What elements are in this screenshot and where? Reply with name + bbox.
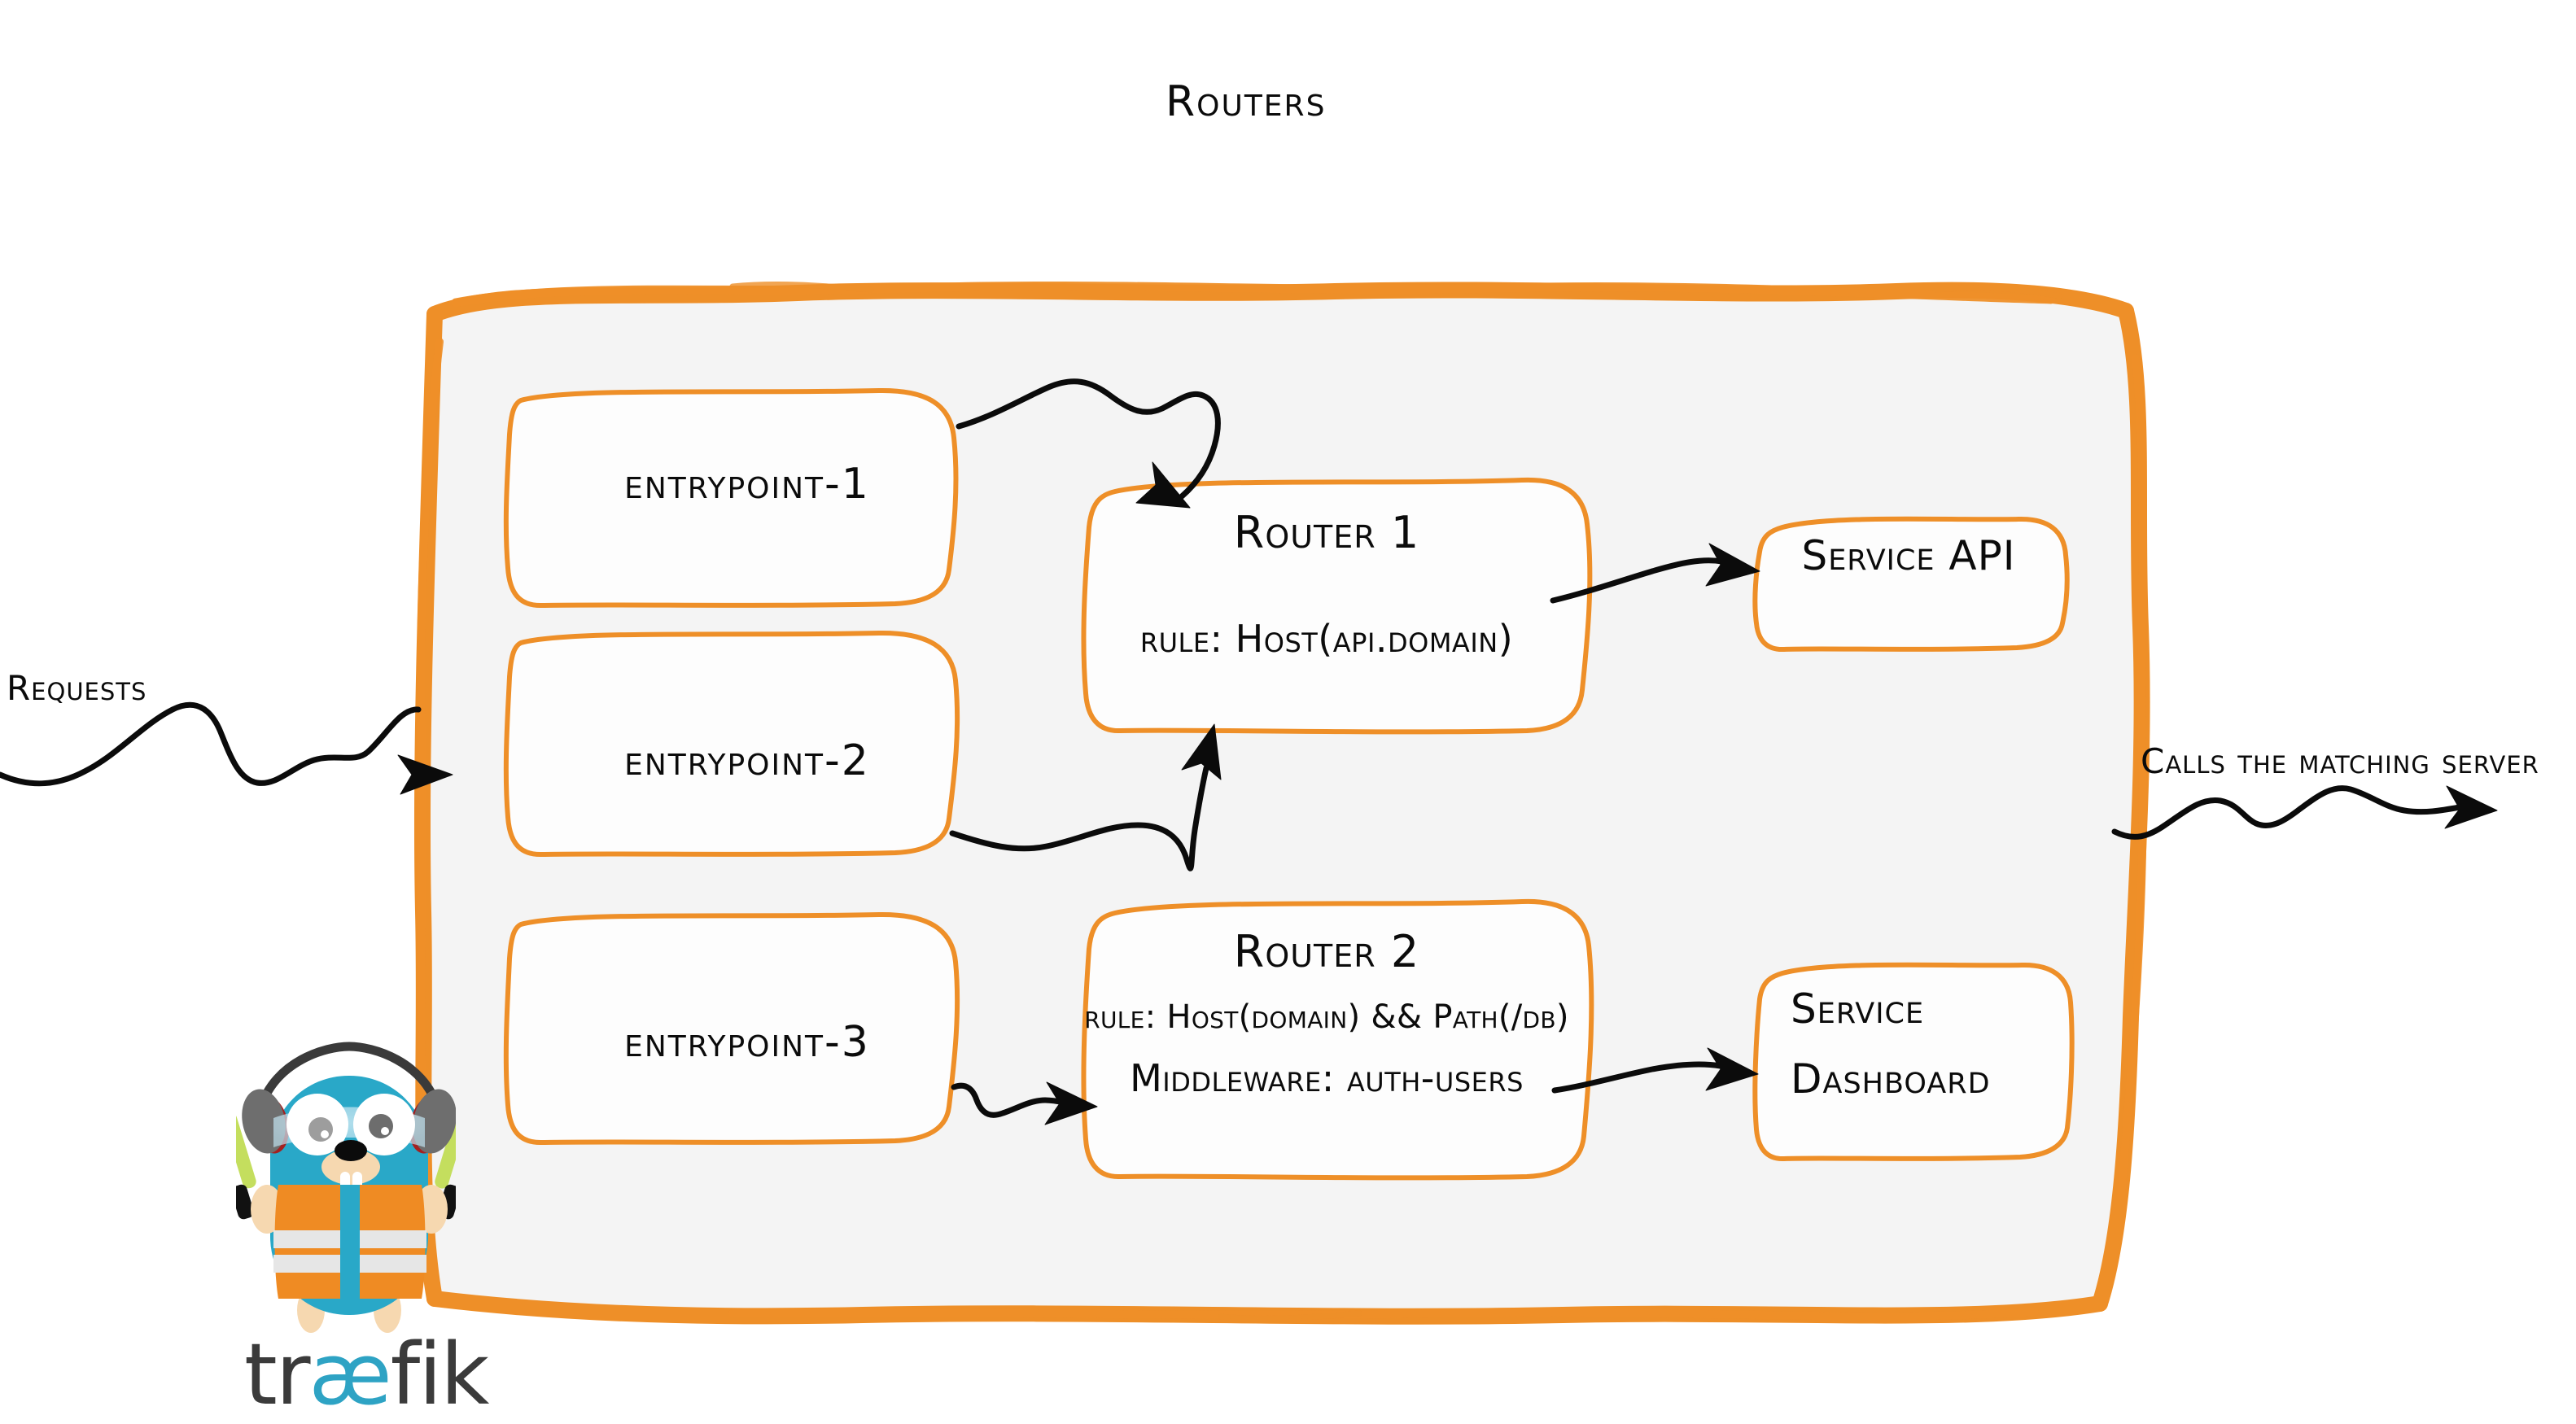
- gopher-illustration: [223, 1042, 468, 1333]
- wordmark-prefix: tr: [244, 1325, 311, 1424]
- router-1-rule: rule: Host(api.domain): [1139, 617, 1514, 661]
- page-title: Routers: [1166, 77, 1327, 126]
- gopher-iris-right: [369, 1114, 393, 1138]
- gopher-nose: [335, 1140, 367, 1161]
- router-2-box[interactable]: [1081, 898, 1594, 1181]
- arrow-router2-to-service-dashboard: [1551, 1047, 1759, 1094]
- router-1-title: Router 1: [1233, 507, 1420, 558]
- gopher-muzzle: [321, 1149, 380, 1185]
- arrows: [0, 378, 2498, 1125]
- arrow-entrypoint2-to-router1: [949, 723, 1222, 871]
- router-2-title: Router 2: [1233, 926, 1420, 977]
- arrow-requests-to-panel: [0, 701, 453, 795]
- wordmark-ae-ligature: æ: [308, 1325, 392, 1424]
- service-dashboard-label-line2: Dashboard: [1791, 1055, 1991, 1103]
- traefik-gopher-logo: [223, 1033, 468, 1408]
- gopher-iris-left: [308, 1117, 333, 1142]
- arrow-panel-to-calls: [2111, 785, 2498, 840]
- wordmark-suffix: fik: [390, 1325, 490, 1424]
- entrypoint-1-label: entrypoint-1: [624, 460, 870, 509]
- router-2-rule: rule: Host(domain) && Path(/db): [1084, 998, 1569, 1036]
- requests-label: Requests: [7, 668, 147, 708]
- entrypoint-3-box[interactable]: [503, 911, 960, 1146]
- service-dashboard-label-line1: Service: [1791, 985, 1925, 1033]
- arrow-entrypoint1-to-router1: [956, 378, 1221, 509]
- gopher-eye-glint-left: [321, 1130, 329, 1138]
- headphone-band: [256, 1042, 443, 1113]
- entrypoint-2-label: entrypoint-2: [624, 736, 870, 785]
- entrypoint-1-box[interactable]: [503, 387, 959, 609]
- router-2-middleware: Middleware: auth-users: [1130, 1056, 1524, 1100]
- entrypoint-2-box[interactable]: [503, 630, 960, 858]
- service-api-label: Service API: [1801, 532, 2016, 579]
- gopher-eye-glint-right: [381, 1127, 389, 1135]
- calls-matching-server-label: Calls the matching server: [2141, 741, 2539, 781]
- arrow-entrypoint3-to-router2: [951, 1081, 1098, 1125]
- service-dashboard-box[interactable]: [1752, 962, 2075, 1161]
- safety-vest: [273, 1185, 426, 1299]
- router-1-box[interactable]: [1081, 477, 1593, 735]
- traefik-wordmark: træfik: [244, 1325, 490, 1424]
- service-api-box[interactable]: [1752, 516, 2070, 653]
- routers-panel-border: [413, 281, 2150, 1325]
- arrow-router1-to-service-api: [1550, 543, 1760, 604]
- entrypoint-3-label: entrypoint-3: [624, 1018, 870, 1067]
